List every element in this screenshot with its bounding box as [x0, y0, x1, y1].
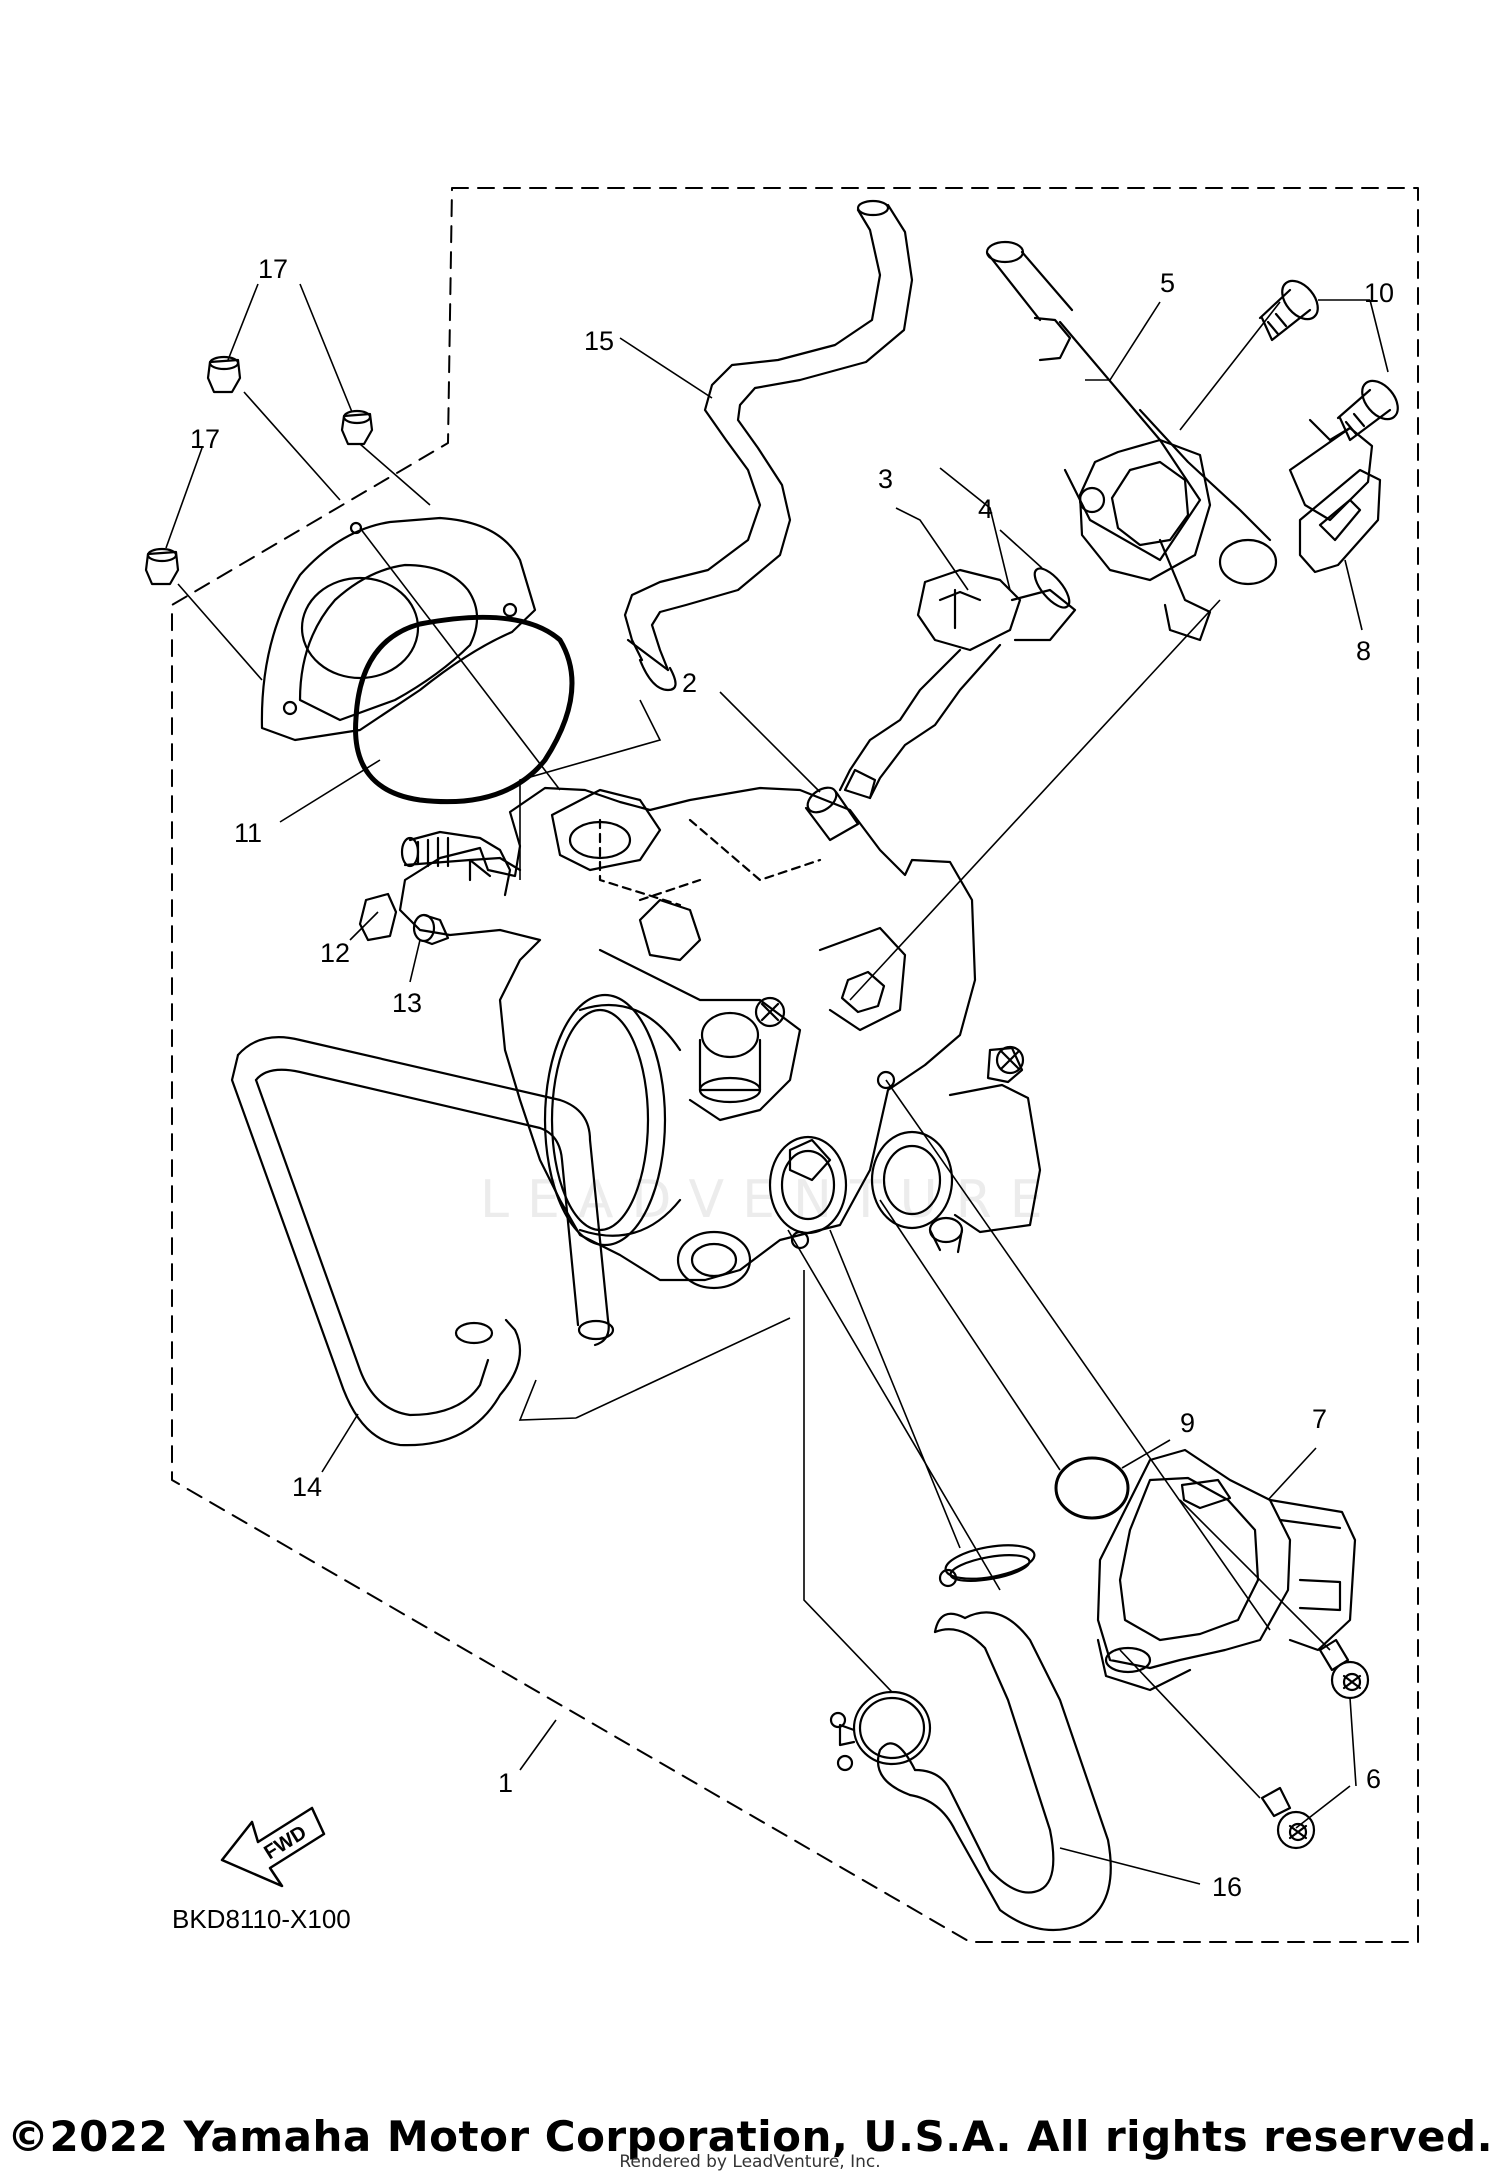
assembly-boundary — [171, 187, 1419, 1943]
callout-17a: 17 — [258, 254, 288, 284]
leader-boundary-hose — [518, 1317, 791, 1421]
callout-9: 9 — [1180, 1408, 1195, 1438]
callout-14: 14 — [292, 1472, 322, 1502]
callout-2: 2 — [682, 668, 697, 698]
callout-7: 7 — [1312, 1404, 1327, 1434]
screw-6 — [1260, 1638, 1370, 1850]
leader-9 — [1121, 1439, 1171, 1469]
leader-16 — [1059, 1847, 1201, 1885]
hose-15 — [623, 199, 914, 692]
bracket-8 — [1288, 418, 1382, 574]
callout-17b: 17 — [190, 424, 220, 454]
leader-oring-body — [879, 1199, 1061, 1471]
fwd-arrow-icon — [220, 1806, 326, 1888]
hose-14 — [230, 1036, 615, 1447]
leader-rail-body — [849, 599, 1221, 1001]
leader-hose16 — [787, 1229, 1001, 1591]
callout-6: 6 — [1366, 1764, 1381, 1794]
leader-1 — [519, 1719, 557, 1771]
leader-15 — [619, 337, 713, 399]
callout-12: 12 — [320, 938, 350, 968]
callout-13: 13 — [392, 988, 422, 1018]
rendered-by-notice: Rendered by LeadVenture, Inc. — [619, 2152, 881, 2172]
leader-13 — [409, 939, 421, 983]
leader-17a — [227, 283, 353, 413]
throttle-body — [398, 786, 1042, 1290]
drawing-code: BKD8110-X100 — [172, 1904, 351, 1934]
leader-cover-body — [359, 527, 561, 791]
leader-clamp-upper — [829, 1229, 961, 1549]
leader-boundary-top — [519, 699, 662, 880]
callout-10: 10 — [1364, 278, 1394, 308]
o-ring-9 — [1054, 1456, 1130, 1520]
leader-4 — [999, 529, 1043, 569]
cap-13 — [412, 913, 450, 946]
o-ring-11 — [353, 614, 575, 805]
callout-15: 15 — [584, 326, 614, 356]
bolt-17 — [144, 355, 374, 586]
callout-4: 4 — [978, 494, 993, 524]
leader-17b — [165, 447, 203, 549]
leader-14 — [321, 1413, 359, 1473]
callout-5: 5 — [1160, 268, 1175, 298]
callout-16: 16 — [1212, 1872, 1242, 1902]
leader-3 — [895, 467, 1011, 591]
leader-8 — [1344, 559, 1363, 631]
copyright-notice: ©2022 Yamaha Motor Corporation, U.S.A. A… — [6, 2112, 1494, 2161]
cover-plate — [260, 516, 537, 742]
throttle-position-sensor-7 — [1096, 1448, 1357, 1692]
leader-11 — [279, 759, 381, 823]
callout-3: 3 — [878, 464, 893, 494]
hose-clamp-upper — [938, 1544, 1036, 1588]
leader-2 — [719, 691, 821, 793]
hose-clamp-lower — [829, 1690, 932, 1772]
leader-tps-body — [885, 1079, 1271, 1631]
callout-8: 8 — [1356, 636, 1371, 666]
leader-5 — [1085, 301, 1161, 381]
leader-12 — [349, 911, 379, 941]
leader-bolts-cover — [177, 391, 431, 681]
leader-clamp-lower — [803, 1270, 893, 1693]
screw-10 — [1258, 279, 1399, 442]
hose-16 — [876, 1611, 1112, 1932]
fuel-rail-5 — [985, 240, 1278, 642]
nut-12 — [358, 892, 398, 942]
leader-7 — [1267, 1447, 1317, 1501]
leader-10 — [1179, 299, 1389, 431]
leader-6 — [1295, 1697, 1357, 1829]
leader-screws — [1119, 1499, 1331, 1799]
injector-3 — [838, 568, 1077, 800]
callout-11: 11 — [234, 818, 262, 848]
o-ring-4 — [1033, 567, 1071, 609]
callout-1: 1 — [498, 1768, 513, 1798]
